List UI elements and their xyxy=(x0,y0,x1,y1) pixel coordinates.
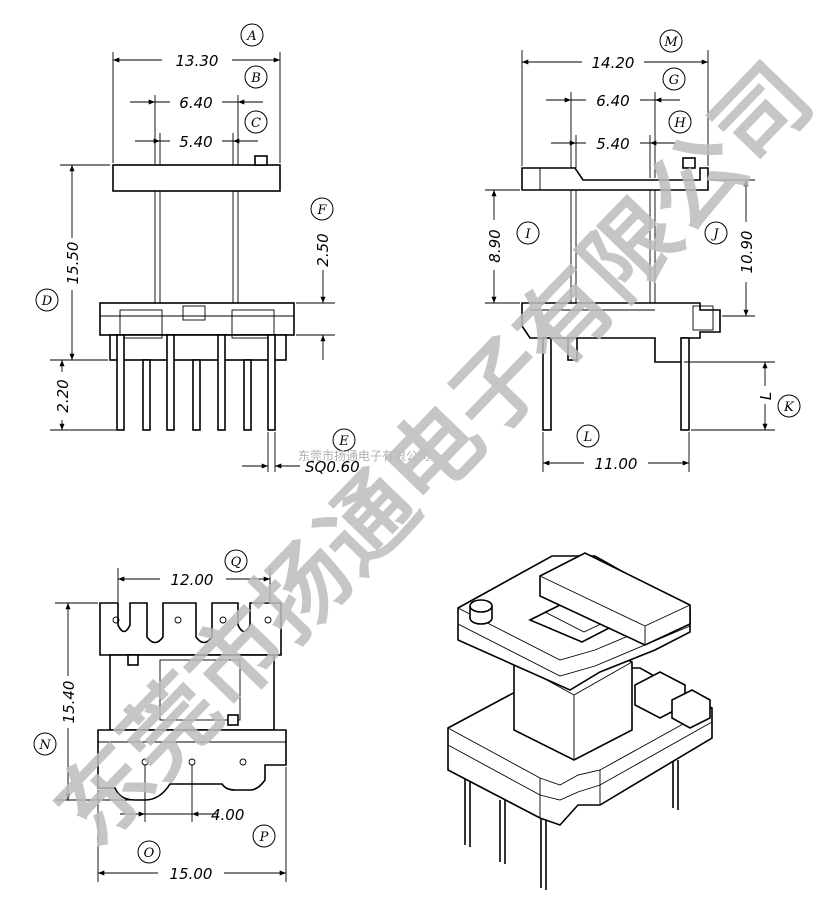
label-c: C xyxy=(244,110,268,134)
label-o: O xyxy=(137,840,161,864)
svg-text:C: C xyxy=(251,116,261,131)
dim-c: 5.40 xyxy=(179,133,212,151)
dim-d: 15.50 xyxy=(64,242,82,285)
svg-text:H: H xyxy=(673,116,686,131)
svg-text:O: O xyxy=(144,846,155,861)
svg-text:F: F xyxy=(316,203,327,218)
label-q: Q xyxy=(224,549,248,573)
side-view: 14.20 6.40 5.40 8.90 10.90 L 11.00 M G H… xyxy=(485,29,801,473)
dim-o: 15.00 xyxy=(170,865,213,883)
svg-text:I: I xyxy=(524,227,531,242)
dim-g: 6.40 xyxy=(596,92,629,110)
label-f: F xyxy=(310,197,334,221)
svg-text:Q: Q xyxy=(231,555,242,570)
svg-text:M: M xyxy=(663,35,678,50)
label-h: H xyxy=(668,110,692,134)
dim-p: 4.00 xyxy=(211,806,244,824)
svg-text:E: E xyxy=(338,434,349,449)
label-b: B xyxy=(244,65,268,89)
dim-l: 11.00 xyxy=(595,455,638,473)
front-view: 13.30 6.40 5.40 15.50 2.20 2.50 SQ0.60 A… xyxy=(35,23,360,476)
label-n: N xyxy=(33,732,57,756)
label-j: J xyxy=(704,221,728,245)
dim-b: 6.40 xyxy=(179,94,212,112)
svg-text:N: N xyxy=(38,738,51,753)
dim-e: SQ0.60 xyxy=(305,458,360,476)
front-view-pins xyxy=(116,334,276,431)
label-l: L xyxy=(576,424,600,448)
label-d: D xyxy=(35,288,59,312)
label-a: A xyxy=(240,23,264,47)
dim-j: 10.90 xyxy=(738,231,756,274)
label-i: I xyxy=(516,221,540,245)
dim-n: 15.40 xyxy=(60,681,78,724)
dim-pin: 2.20 xyxy=(54,379,72,412)
svg-text:A: A xyxy=(246,29,256,44)
watermark-small: 东莞市扬通电子有限公司 xyxy=(298,448,430,463)
dim-q: 12.00 xyxy=(171,571,214,589)
label-m: M xyxy=(659,29,683,53)
dim-m: 14.20 xyxy=(592,54,635,72)
dim-f: 2.50 xyxy=(314,233,332,266)
svg-text:G: G xyxy=(669,73,679,88)
svg-text:K: K xyxy=(783,400,795,415)
plan-view: 12.00 15.40 4.00 15.00 Q N P O xyxy=(33,549,287,883)
label-g: G xyxy=(662,67,686,91)
svg-text:J: J xyxy=(710,227,719,242)
dim-i: 8.90 xyxy=(486,229,504,262)
svg-text:D: D xyxy=(41,294,53,309)
dim-a: 13.30 xyxy=(176,52,219,70)
label-p: P xyxy=(252,824,276,848)
isometric-view xyxy=(447,552,713,890)
label-e: E xyxy=(332,428,356,452)
svg-text:B: B xyxy=(250,71,261,86)
dim-h: 5.40 xyxy=(596,135,629,153)
label-k: K xyxy=(777,394,801,418)
dim-k: L xyxy=(757,392,775,400)
svg-text:L: L xyxy=(583,430,593,445)
svg-text:P: P xyxy=(259,830,269,845)
